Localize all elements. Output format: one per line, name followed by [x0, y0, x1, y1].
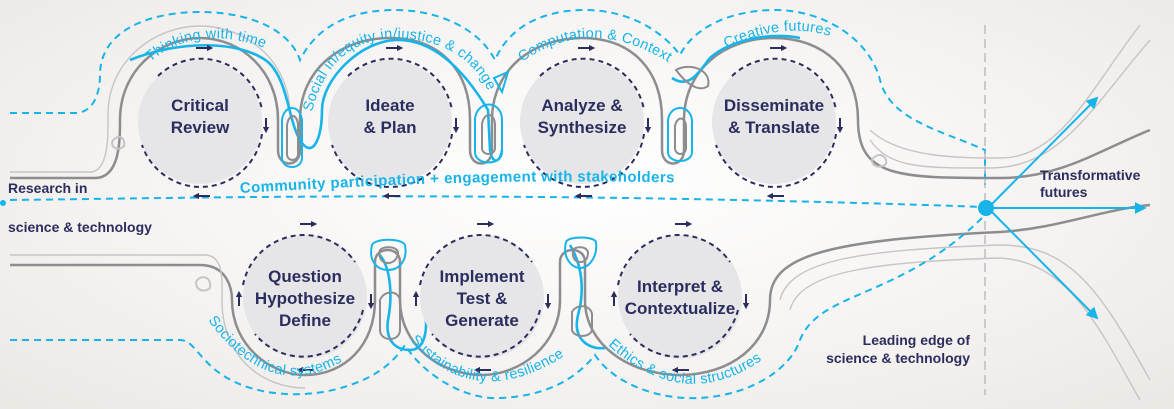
cycle-analyze-synthesize[interactable]: Analyze & Synthesize [520, 44, 652, 200]
leading-edge-label-line1: Leading edge of [863, 332, 971, 348]
cycle-implement-test-generate[interactable]: Implement Test & Generate [412, 220, 552, 374]
bottom-track-light-lines [10, 244, 1151, 401]
cycle-disseminate-translate[interactable]: Disseminate & Translate [712, 44, 844, 200]
convergence-point [978, 200, 994, 216]
transformative-label: Transformative [1040, 167, 1141, 183]
stage-label-line1: Critical [171, 96, 229, 115]
bottom-track-lines [10, 203, 1151, 377]
stage-label-line1: Interpret & [637, 277, 723, 296]
stage-label-line2: Synthesize [538, 118, 627, 137]
contour-shapes [110, 65, 888, 340]
futures-label: futures [1040, 184, 1088, 200]
research-in-label: Research in [8, 180, 87, 196]
stage-label-line2: Hypothesize [255, 289, 355, 308]
stage-label-line1: Disseminate [724, 96, 824, 115]
start-point [0, 200, 6, 206]
stage-label-line1: Implement [439, 267, 524, 286]
top-track-lines [10, 36, 1151, 180]
stage-label-line3: Define [279, 311, 331, 330]
stage-label-line2: & Plan [364, 118, 417, 137]
leading-edge-label-line2: science & technology [826, 350, 970, 366]
stage-label-line1: Question [268, 267, 342, 286]
stage-label-line1: Analyze & [541, 96, 622, 115]
stage-label-line2: Contextualize [625, 299, 736, 318]
stage-label-line2: Test & [457, 289, 508, 308]
stage-label-line2: & Translate [728, 118, 820, 137]
stage-label-line1: Ideate [365, 96, 414, 115]
stage-label-line2: Review [171, 118, 230, 137]
stage-label-line3: Generate [445, 311, 519, 330]
theme-computation-context: Computation & Context [515, 26, 674, 66]
cycle-question-hypothesize-define[interactable]: Question Hypothesize Define [235, 220, 375, 374]
cycle-interpret-contextualize[interactable]: Interpret & Contextualize [610, 220, 750, 374]
cycle-critical-review[interactable]: Critical Review [138, 44, 270, 200]
engagement-label: Community participation + engagement wit… [239, 168, 675, 197]
transformative-arrows [987, 96, 1147, 320]
top-track-light-lines [10, 24, 1151, 173]
science-technology-label: science & technology [8, 219, 152, 235]
cycle-ideate-plan[interactable]: Ideate & Plan [328, 44, 460, 200]
